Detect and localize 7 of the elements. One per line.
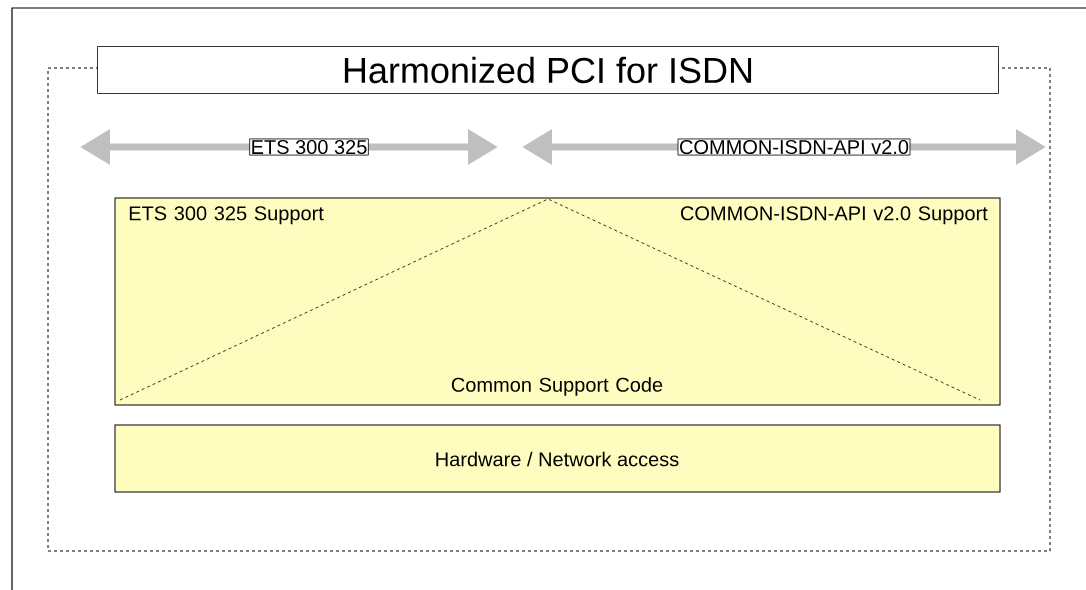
scope-label: COMMON-ISDN-API v2.0 [677,138,911,156]
box-text: Common Support Code [451,377,663,396]
box-text: ETS 300 325 Support [129,206,324,225]
scope-label: ETS 300 325 [249,138,369,156]
title-box: Harmonized PCI for ISDN [97,46,999,94]
box-text: Hardware / Network access [436,451,679,467]
box-text: COMMON-ISDN-API v2.0 Support [681,206,988,225]
